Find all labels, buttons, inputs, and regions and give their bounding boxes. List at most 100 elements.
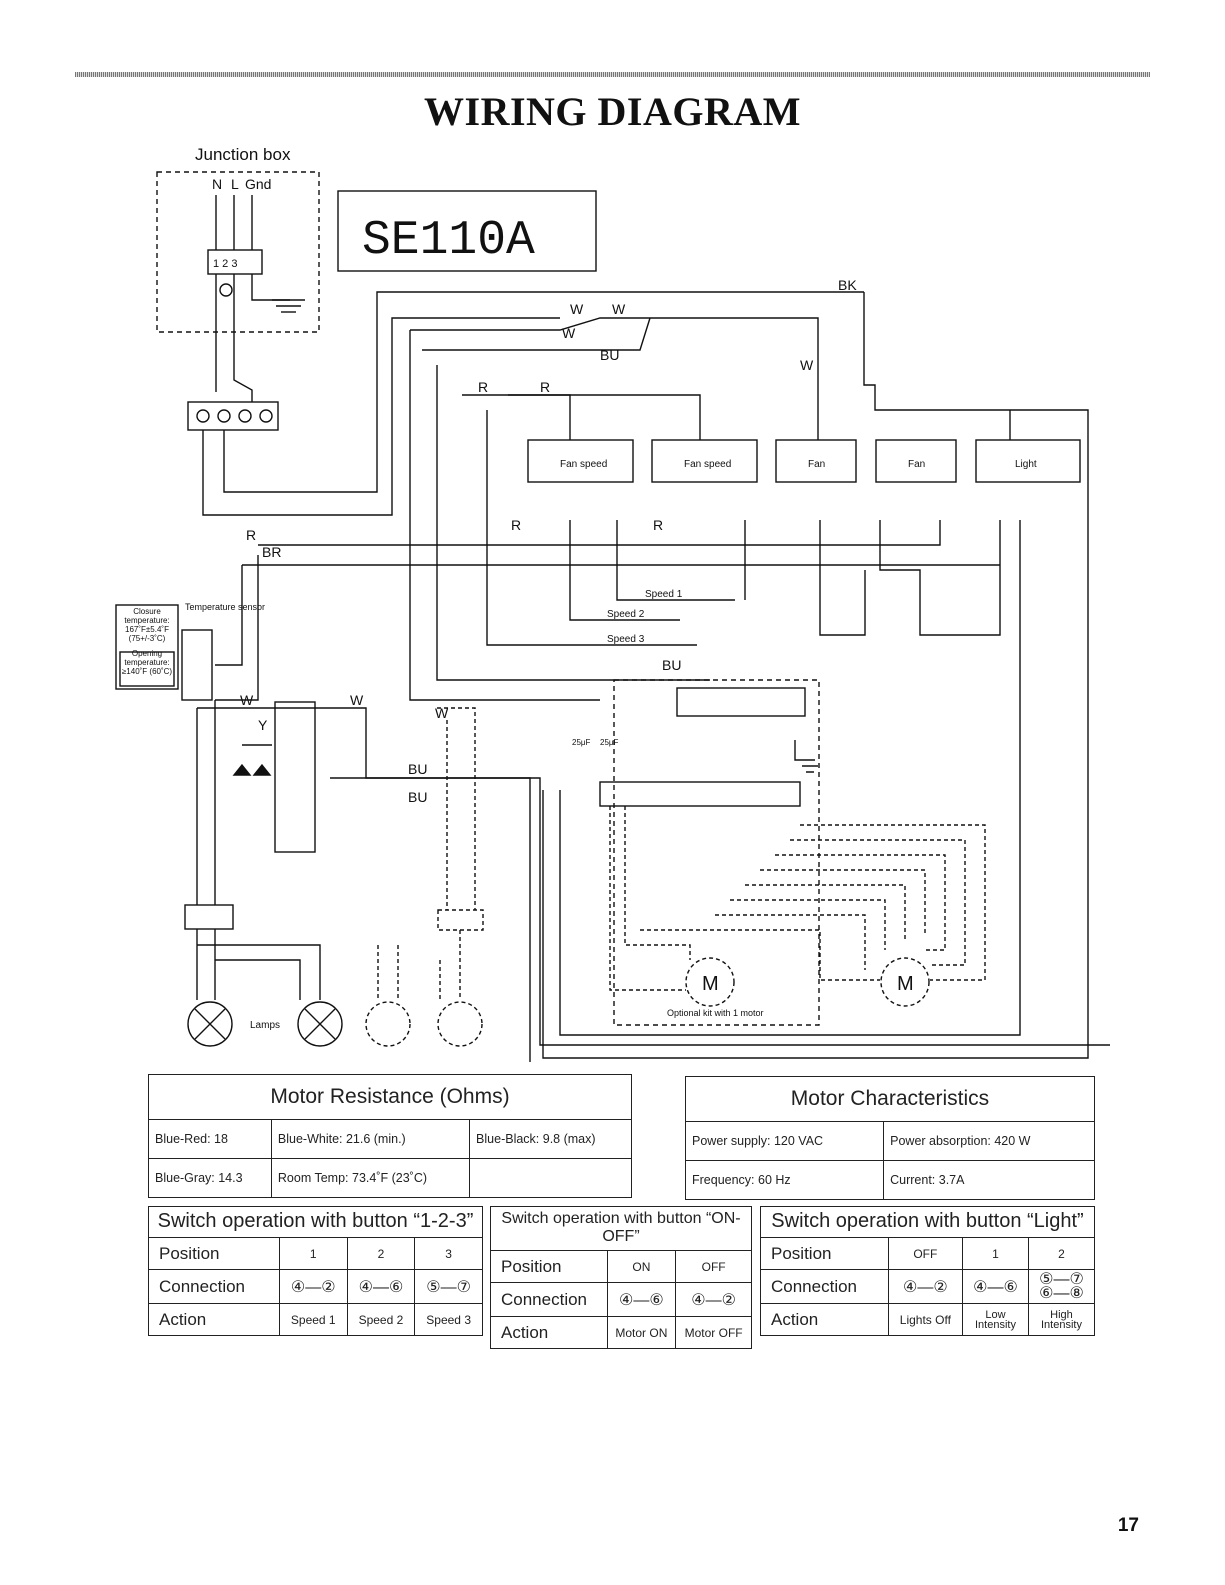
action-label: Action: [148, 1303, 280, 1336]
wire-label-r: R: [478, 379, 488, 395]
action-value: Intensity: [1041, 1318, 1082, 1331]
table-cell: Blue-White: 21.6 (min.): [270, 1119, 471, 1159]
motor-resistance-title: Motor Resistance (Ohms): [148, 1074, 632, 1120]
connection-value: ⑥—⑧: [1039, 1284, 1084, 1302]
motor-characteristics-table: Motor Characteristics Power supply: 120 …: [684, 1076, 1095, 1200]
speed-1-label: Speed 1: [645, 589, 683, 600]
connection-label: Connection: [148, 1269, 280, 1304]
table-cell: ④—②: [887, 1269, 963, 1304]
fan-speed-label-2: Fan speed: [684, 459, 731, 470]
table-cell: ④—②: [278, 1269, 348, 1304]
motor-2-label: M: [897, 973, 914, 995]
table-cell: Blue-Gray: 14.3: [148, 1158, 272, 1198]
position-label: Position: [760, 1237, 889, 1270]
temperature-sensor-label: Temperature sensor: [185, 602, 265, 612]
action-value: Low: [985, 1308, 1006, 1321]
wire-label-y: Y: [258, 717, 268, 733]
connection-label: Connection: [490, 1282, 608, 1317]
junction-box-label: Junction box: [195, 145, 291, 164]
action-label: Action: [760, 1303, 889, 1336]
table-cell: Power supply: 120 VAC: [684, 1121, 885, 1161]
table-cell: ⑤—⑦: [414, 1269, 483, 1304]
wire-label-r: R: [246, 527, 256, 543]
connection-label: Connection: [760, 1269, 889, 1304]
wire-label-w: W: [435, 705, 449, 721]
fan-speed-label-1: Fan speed: [560, 459, 607, 470]
gnd-label: Gnd: [245, 176, 271, 192]
switch-123-title: Switch operation with button “1-2-3”: [148, 1206, 483, 1237]
motor-characteristics-title: Motor Characteristics: [685, 1076, 1095, 1122]
table-cell: 1: [961, 1237, 1029, 1270]
motor-resistance-table: Motor Resistance (Ohms) Blue-Red: 18 Blu…: [148, 1074, 632, 1198]
wire-labels: BK W W W BU W R R R BR R R BU W W Y W BU…: [240, 277, 857, 805]
optional-kit-label: Optional kit with 1 motor: [667, 1008, 764, 1018]
lamps: Lamps: [187, 707, 484, 1047]
table-cell: ④—⑥: [346, 1269, 416, 1304]
opening-temp-label: Opening temperature: ≥140˚F (60˚C): [121, 649, 173, 676]
fan-label-2: Fan: [908, 459, 925, 470]
table-cell: High Intensity: [1027, 1303, 1096, 1336]
switch-light-table: Switch operation with button “Light” Pos…: [760, 1206, 1096, 1336]
table-cell: OFF: [887, 1237, 963, 1270]
closure-temp-label: Closure temperature: 167˚F±5.4˚F (75+/-3…: [124, 607, 170, 643]
motor-1-label: M: [702, 973, 719, 995]
wire-label-r: R: [653, 517, 663, 533]
table-cell: 3: [414, 1237, 483, 1270]
page-number: 17: [1117, 1515, 1139, 1536]
capacitor-1-label: 25μF: [572, 738, 591, 747]
table-cell: ON: [606, 1250, 677, 1283]
motor-module: M M Optional kit with 1 motor 25μF 25μF: [572, 679, 986, 1026]
action-label: Action: [490, 1316, 608, 1349]
wiring-lines: [187, 291, 1110, 1062]
table-cell: Speed 1: [278, 1303, 348, 1336]
light-label: Light: [1015, 459, 1037, 470]
wire-label-bu: BU: [662, 657, 681, 673]
wire-label-br: BR: [262, 544, 281, 560]
table-cell: ④—⑥: [606, 1282, 677, 1317]
table-cell: ⑤—⑦ ⑥—⑧: [1027, 1269, 1096, 1304]
wire-label-r: R: [540, 379, 550, 395]
wire-label-w: W: [350, 692, 364, 708]
table-cell: 2: [1027, 1237, 1096, 1270]
model-label: SE110A: [362, 214, 535, 268]
wire-label-w: W: [240, 692, 254, 708]
switches: Fan speed Fan speed Fan Fan Light: [527, 439, 1081, 483]
switch-onoff-title: Switch operation with button “ON-OFF”: [490, 1206, 752, 1250]
terminal-123-label: 1 2 3: [213, 258, 237, 270]
wire-label-bu: BU: [600, 347, 619, 363]
light-terminal-strip: [184, 701, 316, 930]
model-box: SE110A: [337, 190, 597, 272]
temperature-sensor: Temperature sensor Closure temperature: …: [115, 602, 265, 701]
table-cell: Current: 3.7A: [883, 1160, 1095, 1200]
action-value: High: [1050, 1308, 1073, 1321]
speed-3-label: Speed 3: [607, 634, 645, 645]
capacitor-2-label: 25μF: [600, 738, 619, 747]
table-cell: Frequency: 60 Hz: [684, 1160, 885, 1200]
wire-label-r: R: [511, 517, 521, 533]
wiring-diagram: Junction box N L Gnd 1 2 3 SE110A: [115, 145, 1110, 1062]
position-label: Position: [148, 1237, 280, 1270]
table-cell: Power absorption: 420 W: [883, 1121, 1095, 1161]
page-title: WIRING DIAGRAM: [424, 89, 801, 134]
speed-2-label: Speed 2: [607, 609, 645, 620]
table-cell: 1: [278, 1237, 348, 1270]
table-cell: OFF: [675, 1250, 752, 1283]
wire-label-bu: BU: [408, 789, 427, 805]
table-cell: 2: [346, 1237, 416, 1270]
table-cell: Speed 2: [346, 1303, 416, 1336]
position-label: Position: [490, 1250, 608, 1283]
table-cell: Blue-Black: 9.8 (max): [469, 1119, 632, 1159]
l-label: L: [231, 176, 239, 192]
switch-123-table: Switch operation with button “1-2-3” Pos…: [148, 1206, 483, 1336]
wire-label-bu: BU: [408, 761, 427, 777]
connection-value: ⑤—⑦: [1039, 1270, 1084, 1288]
table-cell: Blue-Red: 18: [148, 1119, 272, 1159]
table-cell: Lights Off: [887, 1303, 963, 1336]
speed-labels: Speed 1 Speed 2 Speed 3: [607, 589, 683, 645]
wire-label-w: W: [570, 301, 584, 317]
table-cell: Speed 3: [414, 1303, 483, 1336]
table-cell: Room Temp: 73.4˚F (23˚C): [270, 1158, 471, 1198]
table-cell: Motor OFF: [675, 1316, 752, 1349]
table-cell: ④—②: [675, 1282, 752, 1317]
junction-box: Junction box N L Gnd 1 2 3: [156, 145, 320, 333]
